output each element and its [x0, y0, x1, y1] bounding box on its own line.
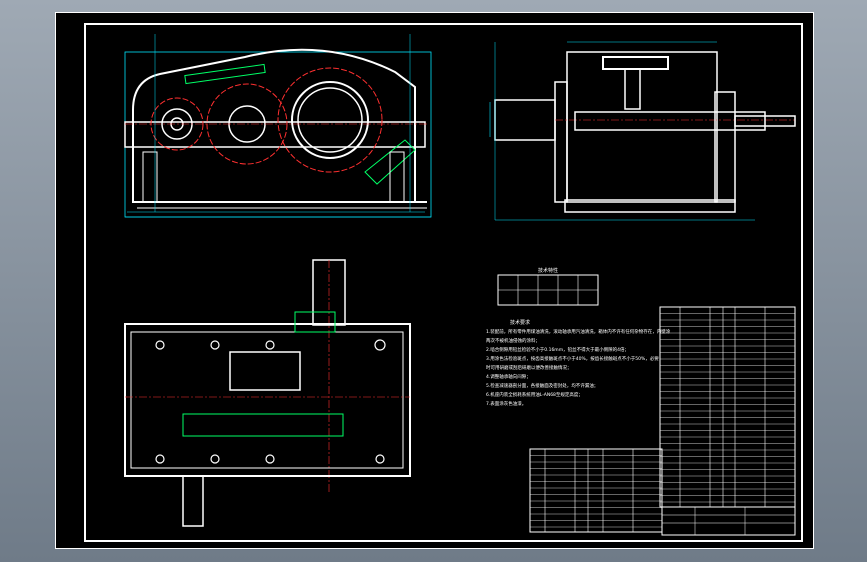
title-block — [661, 506, 796, 536]
front-view — [124, 34, 432, 218]
notes-title: 技术要求 — [510, 319, 530, 326]
note-line: 3.用涂色法检验斑点，按齿高接触斑点不小于40%，按齿长接触斑点不小于50%，必… — [486, 355, 659, 362]
parts-list-lower — [529, 448, 663, 533]
spec-table-title: 技术特性 — [538, 267, 558, 274]
inner-border — [84, 23, 803, 542]
tech-notes: 技术要求 1.装配前，所有零件用煤油清洗，滚动轴承用汽油清洗，箱体内不许有任何杂… — [486, 319, 671, 407]
note-line: 7.表面涂灰色油漆。 — [486, 400, 526, 407]
note-line: 2.啮合侧隙用铅丝检验不小于0.16mm，铅丝不得大于最小侧隙的4倍； — [486, 346, 629, 353]
side-view — [489, 41, 796, 221]
top-section-view — [124, 259, 411, 527]
note-line: 1.装配前，所有零件用煤油清洗，滚动轴承用汽油清洗，箱体内不许有任何杂物存在，内… — [486, 328, 671, 335]
parts-list — [659, 306, 796, 508]
spec-table: 技术特性 — [497, 267, 599, 306]
drawing-sheet: 技术特性 技术要求 1.装配前，所有零件用煤油清洗，滚动轴承用汽油清洗，箱体内不… — [55, 12, 814, 549]
note-line: 6.机座内装全损耗系统用油L-AN68至规定高度； — [486, 391, 583, 398]
note-line: 4.调整轴承轴向间隙； — [486, 373, 531, 380]
outer-frame — [55, 12, 814, 549]
note-line: 两次不被机油侵蚀的涂料； — [486, 337, 540, 344]
cad-drawing: 技术特性 技术要求 1.装配前，所有零件用煤油清洗，滚动轴承用汽油清洗，箱体内不… — [55, 12, 814, 549]
note-line: 5.检查减速器剖分面，各接触面及密封处，均不许漏油； — [486, 382, 598, 389]
note-line: 时可用研磨或刮后研磨以便改善接触情况； — [486, 364, 572, 371]
